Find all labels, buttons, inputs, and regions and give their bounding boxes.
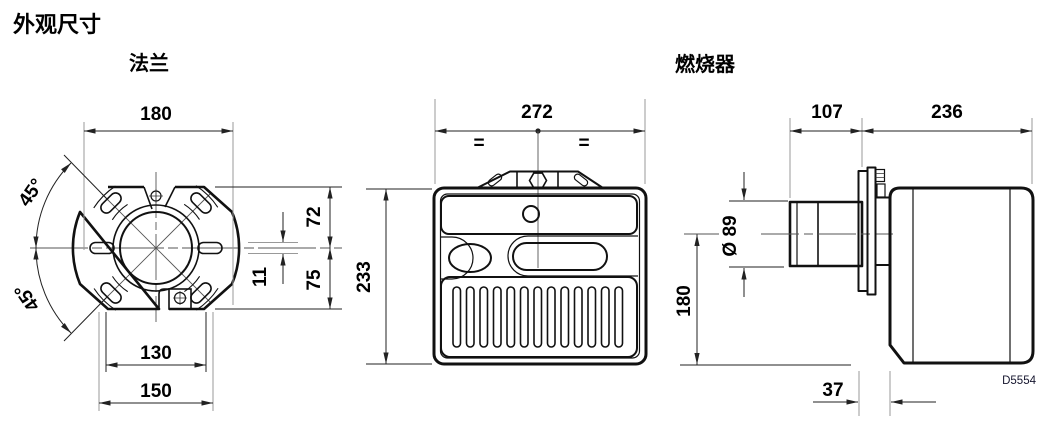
flange-top-hole-crosshair (149, 189, 163, 203)
dim-side-flange-offset: 37 (822, 380, 843, 401)
dim-flange-lower-height: 75 (304, 269, 325, 291)
dim-side-tube-diameter: Ø 89 (720, 215, 741, 256)
side-view: 燃烧器 107 236 (674, 52, 1037, 416)
mounting-flange-plate (866, 166, 877, 296)
dim-flange-lower-angle: 45° (11, 279, 45, 315)
dim-front-width: 272 (521, 102, 553, 123)
front-sight-hole (522, 205, 540, 223)
front-top-mount (476, 170, 604, 189)
angle-extension-line (63, 154, 109, 201)
flange-neck-upper (876, 183, 886, 198)
angle-dimension-arc (33, 162, 72, 249)
flange-bottom-tab (168, 288, 192, 310)
front-top-slot (573, 173, 589, 187)
dim-flange-bolt-spacing: 130 (140, 343, 172, 364)
flange-neck (874, 196, 891, 266)
front-housing-outline (432, 186, 648, 366)
front-right-recess (512, 242, 608, 271)
front-right-contour (507, 235, 638, 277)
dim-flange-upper-height: 72 (304, 206, 325, 227)
angle-extension-line (63, 295, 109, 342)
dim-flange-slot-width: 11 (250, 267, 271, 288)
equal-mark-left: = (473, 133, 484, 154)
front-vent-slots (452, 286, 624, 348)
flange-top-bolt (874, 168, 886, 183)
flange-top-bolt-threads (875, 173, 885, 178)
equal-mark-right: = (578, 133, 589, 154)
dim-side-housing-length: 236 (931, 102, 963, 123)
dim-side-axis-height: 180 (674, 285, 695, 317)
dim-flange-base-width: 150 (140, 381, 172, 402)
dim-flange-overall-width: 180 (140, 104, 172, 125)
flange-diagonal-centerline (101, 193, 211, 303)
angle-dimension-arc (33, 247, 72, 334)
flange-bolt-slot (190, 282, 212, 304)
flange-view: 法兰 (11, 51, 342, 411)
side-view-label: 燃烧器 (675, 52, 736, 76)
front-top-slot (487, 173, 503, 187)
side-housing-outline (888, 186, 1035, 365)
flange-side-slot (89, 241, 115, 255)
flange-spigot-circle (112, 204, 200, 292)
flange-bore-circle (119, 211, 193, 285)
front-top-panel (440, 195, 638, 235)
page-title: 外观尺寸 (13, 12, 102, 37)
dim-front-height: 233 (354, 261, 375, 293)
front-view: 272 = = 233 (354, 99, 648, 366)
flange-side-slot (197, 241, 223, 255)
front-left-contour (441, 236, 474, 280)
front-vent-panel (440, 276, 638, 358)
dim-side-tube-length: 107 (811, 102, 843, 123)
flange-bottom-step (158, 288, 169, 309)
flange-bottom-hole-crosshair (173, 291, 187, 305)
flange-view-label: 法兰 (129, 51, 169, 75)
figure-id: D5554 (1002, 375, 1036, 387)
front-left-oval (448, 243, 492, 273)
